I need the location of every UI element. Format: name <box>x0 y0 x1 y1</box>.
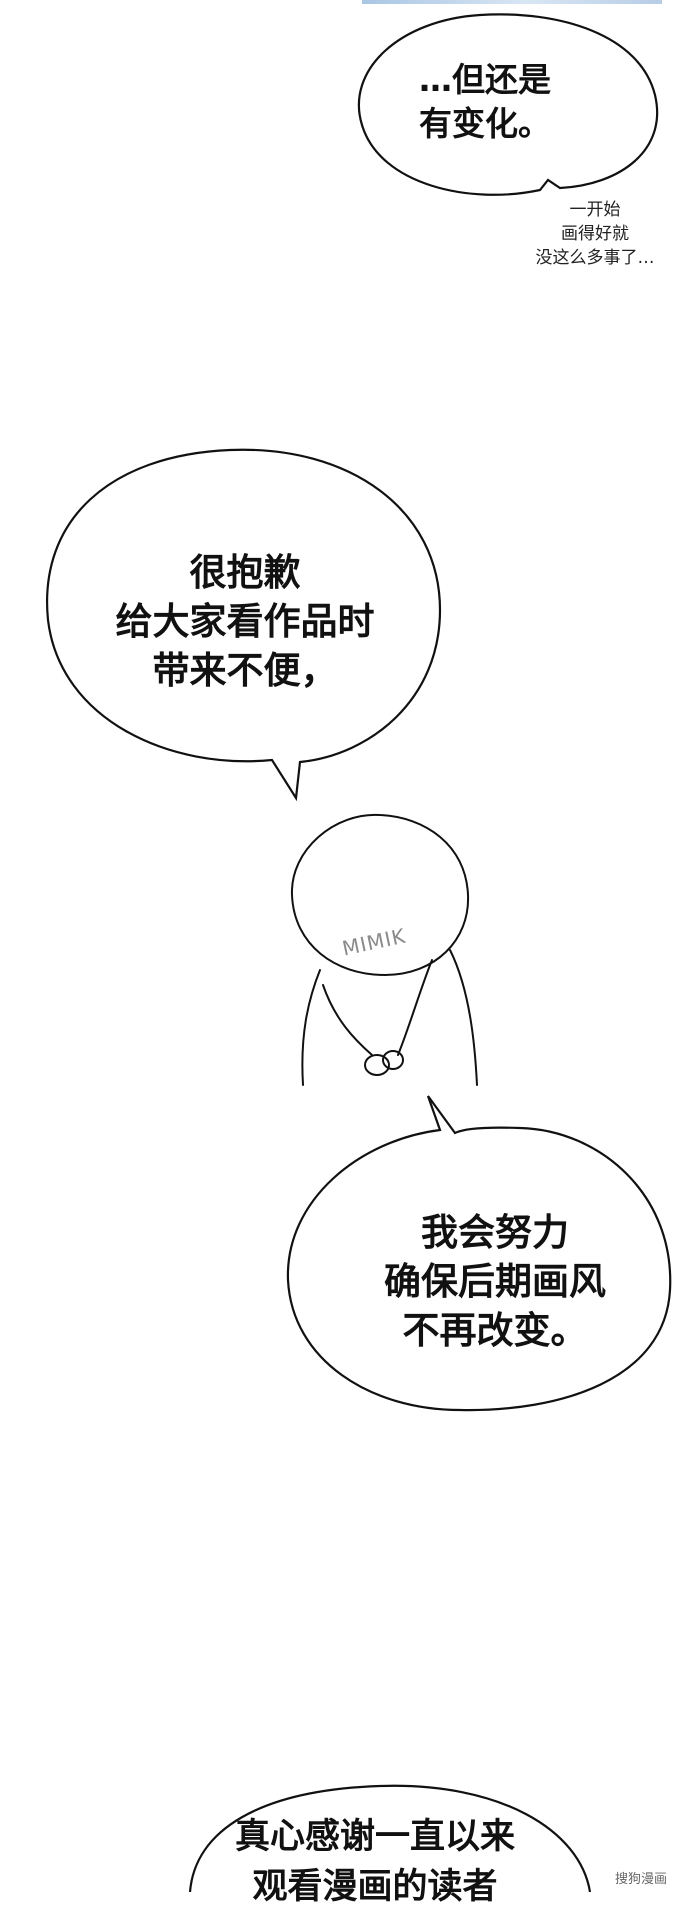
speech-line: 有变化。 <box>419 104 551 143</box>
speech-line: 不再改变。 <box>402 1309 588 1352</box>
character-right-hand <box>382 1050 404 1070</box>
side-note-line: 画得好就 <box>561 224 629 244</box>
side-note-line: 一开始 <box>569 200 621 220</box>
speech-bubble-apology <box>45 448 442 802</box>
speech-line: 观看漫画的读者 <box>252 1867 498 1907</box>
speech-line: …但还是 <box>419 60 551 99</box>
side-note-line: 没这么多事了… <box>535 248 655 268</box>
character-head <box>290 813 470 977</box>
character-left-hand <box>364 1054 390 1076</box>
speech-text-thanks: 真心感谢一直以来 观看漫画的读者 <box>195 1812 555 1912</box>
speech-text-apology: 很抱歉 给大家看作品时 带来不便， <box>80 548 410 695</box>
site-watermark: 搜狗漫画 <box>612 1867 671 1888</box>
speech-line: 给大家看作品时 <box>115 600 375 643</box>
speech-bubble-promise <box>286 1095 672 1412</box>
character-left-forearm <box>322 984 373 1056</box>
previous-panel-edge <box>362 0 662 4</box>
speech-line: 带来不便， <box>152 649 338 692</box>
speech-bubble-top <box>357 13 659 196</box>
character-left-arm <box>301 969 321 1086</box>
character-right-arm <box>449 949 478 1086</box>
character-doodle <box>290 813 478 1086</box>
side-note: 一开始 画得好就 没这么多事了… <box>515 198 675 270</box>
speech-line: 我会努力 <box>421 1211 569 1254</box>
speech-text-top: …但还是 有变化。 <box>360 58 610 146</box>
character-right-forearm <box>397 959 433 1056</box>
speech-line: 真心感谢一直以来 <box>234 1817 515 1857</box>
speech-text-promise: 我会努力 确保后期画风 不再改变。 <box>330 1208 660 1355</box>
speech-bubble-thanks <box>188 1784 592 1892</box>
speech-line: 确保后期画风 <box>384 1260 606 1303</box>
speech-line: 很抱歉 <box>189 551 301 594</box>
